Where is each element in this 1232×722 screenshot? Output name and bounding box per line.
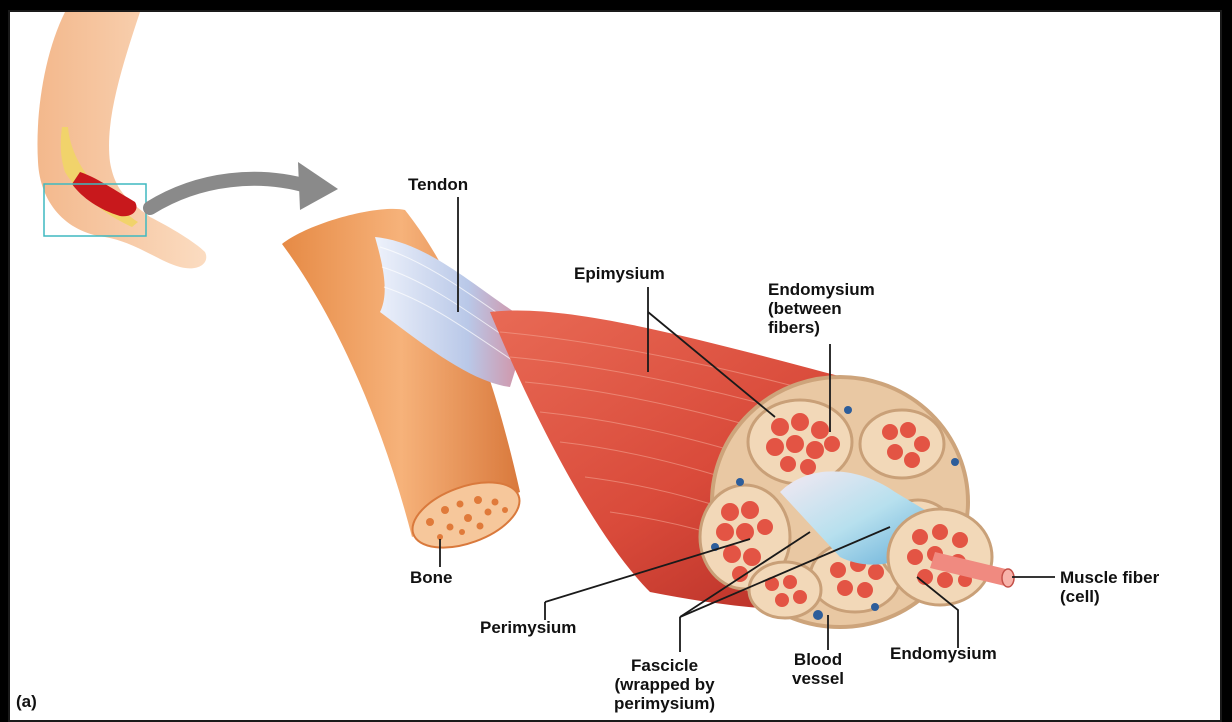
- label-tendon: Tendon: [408, 175, 468, 194]
- label-endomysium-between-line3: fibers): [768, 318, 875, 337]
- panel-label: (a): [16, 692, 37, 712]
- label-endomysium: Endomysium: [890, 644, 997, 663]
- zoom-arrow: [150, 162, 338, 210]
- figure-frame: Tendon Epimysium Endomysium (between fib…: [8, 10, 1222, 722]
- label-blood-vessel: Blood vessel: [792, 650, 844, 688]
- label-epimysium: Epimysium: [574, 264, 665, 283]
- label-blood-vessel-line2: vessel: [792, 669, 844, 688]
- label-perimysium: Perimysium: [480, 618, 576, 637]
- label-bone: Bone: [410, 568, 453, 587]
- label-endomysium-between-line2: (between: [768, 299, 875, 318]
- label-fascicle-line1: Fascicle: [614, 656, 715, 675]
- label-fascicle-line2: (wrapped by: [614, 675, 715, 694]
- label-muscle-fiber: Muscle fiber (cell): [1060, 568, 1159, 606]
- label-fascicle-line3: perimysium): [614, 694, 715, 713]
- arm-thumbnail: [37, 12, 206, 268]
- label-endomysium-between: Endomysium (between fibers): [768, 280, 875, 337]
- label-blood-vessel-line1: Blood: [792, 650, 844, 669]
- label-muscle-fiber-line2: (cell): [1060, 587, 1159, 606]
- label-muscle-fiber-line1: Muscle fiber: [1060, 568, 1159, 587]
- label-endomysium-between-line1: Endomysium: [768, 280, 875, 299]
- label-fascicle: Fascicle (wrapped by perimysium): [614, 656, 715, 713]
- muscle-anatomy-illustration: [10, 12, 1222, 722]
